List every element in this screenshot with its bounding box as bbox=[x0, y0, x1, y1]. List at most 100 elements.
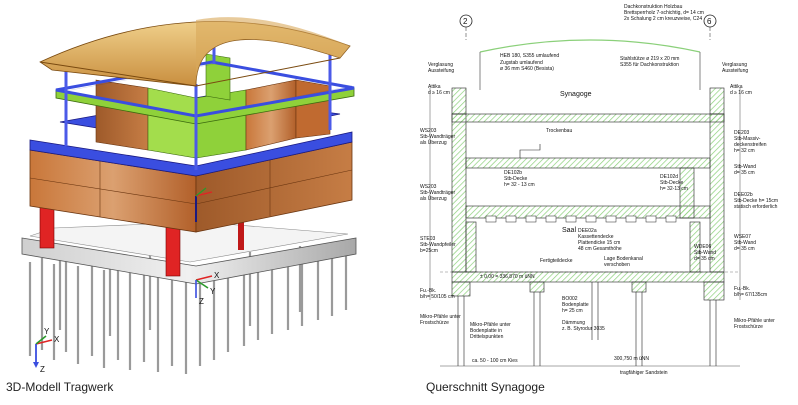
label-de102d-2: Stb-Decke bbox=[660, 180, 684, 186]
label-de02a: DEE02a bbox=[578, 228, 597, 234]
ground-slab bbox=[21, 237, 357, 285]
label-bo002: BO002 bbox=[562, 296, 578, 302]
label-zugstab: Zugstab umlaufend bbox=[500, 60, 543, 66]
label-de203-2: Stb-Massiv- bbox=[734, 136, 761, 142]
upper-wall bbox=[95, 79, 149, 151]
label-mikro-left: Mikro-Pfähle unter bbox=[470, 322, 511, 328]
label-sandstein: tragfähiger Sandstein bbox=[620, 370, 668, 376]
label-de102b-2: Stb-Decke bbox=[504, 176, 528, 182]
label-bo002-3: h= 25 cm bbox=[562, 308, 583, 314]
label-mikro-left-4: Mikro-Pfähle unter bbox=[420, 314, 461, 320]
label-de02b-3: statisch erforderlich bbox=[734, 204, 778, 210]
label-level: ± 0,00 = 336,870 m üNN bbox=[480, 274, 535, 280]
label-heb: HEB 180, S355 umlaufend bbox=[500, 53, 559, 59]
label-ws203b: WS203 bbox=[420, 184, 437, 190]
label-ws07-2: Stb-Wand bbox=[734, 240, 756, 246]
label-de02b: DEE02b bbox=[734, 192, 753, 198]
label-attika-right: Attika bbox=[730, 84, 743, 90]
axis-triad-base: X Y Z bbox=[195, 271, 220, 306]
label-de102d-3: h= 32-13 cm bbox=[660, 186, 688, 192]
label-ws203a-2: Stb-Wandträger bbox=[420, 134, 455, 140]
label-ws07: WSE07 bbox=[734, 234, 751, 240]
axis-triad-small bbox=[195, 187, 213, 197]
label-daemmung-2: z. B. Styrodur 3035 bbox=[562, 326, 605, 332]
label-stbwand-right: Stb-Wand bbox=[734, 164, 756, 170]
roof-arch bbox=[479, 39, 701, 53]
label-zugstab2: ø 36 mm S460 (Besista) bbox=[500, 66, 554, 72]
label-de203-4: h= 32 cm bbox=[734, 148, 755, 154]
label-mikro-left-5: Frostschürze bbox=[420, 320, 449, 326]
label-ws203a: WS203 bbox=[420, 128, 437, 134]
label-bodenkanal: Lage Bodenkanal bbox=[604, 256, 643, 262]
label-bo002-2: Bodenplatte bbox=[562, 302, 589, 308]
label-wd06-3: d= 35 cm bbox=[694, 256, 715, 262]
label-mikro-left-3: Drittelspunkten bbox=[470, 334, 504, 340]
grid-axis-2: 2 bbox=[463, 17, 468, 26]
label-attika-left-2: d ≥ 16 cm bbox=[428, 90, 450, 96]
slab-ws203-top bbox=[451, 113, 725, 123]
label-ste03-3: b=25cm bbox=[420, 248, 438, 254]
column-red bbox=[238, 206, 244, 250]
label-ws07-3: d= 35 cm bbox=[734, 246, 755, 252]
label-fubk-left: Fu.-Bk. bbox=[420, 288, 436, 294]
label-ws203a-3: als Überzug bbox=[420, 139, 447, 146]
section-drawing: 2 6 bbox=[420, 4, 778, 376]
label-wd06: WDE06 bbox=[694, 244, 711, 250]
grid-axis-6: 6 bbox=[707, 17, 712, 26]
global-axis-triad: X Y Z bbox=[33, 327, 60, 374]
outer-wall-right bbox=[709, 113, 725, 273]
label-de203: DE203 bbox=[734, 130, 750, 136]
slab-de102 bbox=[465, 157, 711, 169]
label-verglasung-right: Verglasung bbox=[722, 62, 747, 68]
label-fubk-right-2: b/h= 67/135cm bbox=[734, 292, 767, 298]
label-attika-left: Attika bbox=[428, 84, 441, 90]
column-red bbox=[165, 221, 181, 277]
label-mikro-left-2: Bodenplatte in bbox=[470, 328, 502, 334]
label-fertigteil: Fertigteildecke bbox=[540, 258, 573, 264]
axis-label-z: Z bbox=[199, 297, 204, 306]
label-kies: ca. 50 - 100 cm Kies bbox=[472, 358, 518, 364]
label-wd06-2: Stb-Wand bbox=[694, 250, 716, 256]
label-fubk-right: Fu.-Bk. bbox=[734, 286, 750, 292]
axis-label-y: Y bbox=[210, 287, 216, 296]
axis-label-x: X bbox=[214, 271, 220, 280]
label-ws203b-2: Stb-Wandträger bbox=[420, 190, 455, 196]
global-z-label: Z bbox=[40, 365, 45, 374]
label-de02a-2: Kassettendecke bbox=[578, 234, 614, 240]
grid-axes: 2 6 bbox=[459, 14, 717, 40]
global-x-label: X bbox=[54, 335, 60, 344]
label-trockenbau: Trockenbau bbox=[546, 128, 572, 134]
label-ste03-2: Stb-Wandpfeiler bbox=[420, 242, 456, 248]
room-saal: Saal bbox=[562, 227, 576, 234]
label-de203-3: deckenstreifen bbox=[734, 142, 767, 148]
caption-3d-model: 3D-Modell Tragwerk bbox=[6, 380, 114, 394]
label-attika-right-2: d ≥ 16 cm bbox=[730, 90, 752, 96]
label-mikro-right: Mikro-Pfähle unter bbox=[734, 318, 775, 324]
label-roof-sub1: Brettsperrholz 7-schichtig, d= 14 cm bbox=[624, 10, 704, 16]
micro-piles bbox=[28, 246, 348, 374]
label-roof-sub2: 2x Schalung 2 cm kreuzweise, C24 bbox=[624, 16, 702, 22]
label-verglasung-left: Verglasung bbox=[428, 62, 453, 68]
label-daemmung: Dämmung bbox=[562, 320, 585, 326]
label-de02a-3: Plattendicke 15 cm bbox=[578, 240, 620, 246]
label-aussteifung-right: Aussteifung bbox=[722, 68, 748, 74]
caption-cross-section: Querschnitt Synagoge bbox=[426, 380, 545, 394]
label-level-2: 300,750 m üNN bbox=[614, 356, 649, 362]
steel-columns bbox=[64, 36, 332, 170]
label-bodenkanal-2: verschoben bbox=[604, 262, 630, 268]
attika-right bbox=[709, 87, 725, 115]
label-ws203b-3: als Überzug bbox=[420, 195, 447, 202]
label-de02a-4: 48 cm Gesamthöhe bbox=[578, 246, 622, 252]
label-fubk-left-2: b/h= 50/105 cm bbox=[420, 294, 455, 300]
label-stahl: Stahlstütze ø 219 x 20 mm bbox=[620, 56, 679, 62]
label-mikro-right-2: Frostschürze bbox=[734, 324, 763, 330]
label-de102b: DE102b bbox=[504, 170, 522, 176]
label-aussteifung-left: Aussteifung bbox=[428, 68, 454, 74]
label-de102b-3: h= 32 - 13 cm bbox=[504, 182, 535, 188]
label-stahl2: S355 für Dachkonstruktion bbox=[620, 62, 679, 68]
green-core bbox=[195, 89, 247, 159]
label-roof: Dachkonstruktion Holzbau bbox=[624, 4, 683, 10]
room-synagoge: Synagoge bbox=[560, 91, 592, 98]
